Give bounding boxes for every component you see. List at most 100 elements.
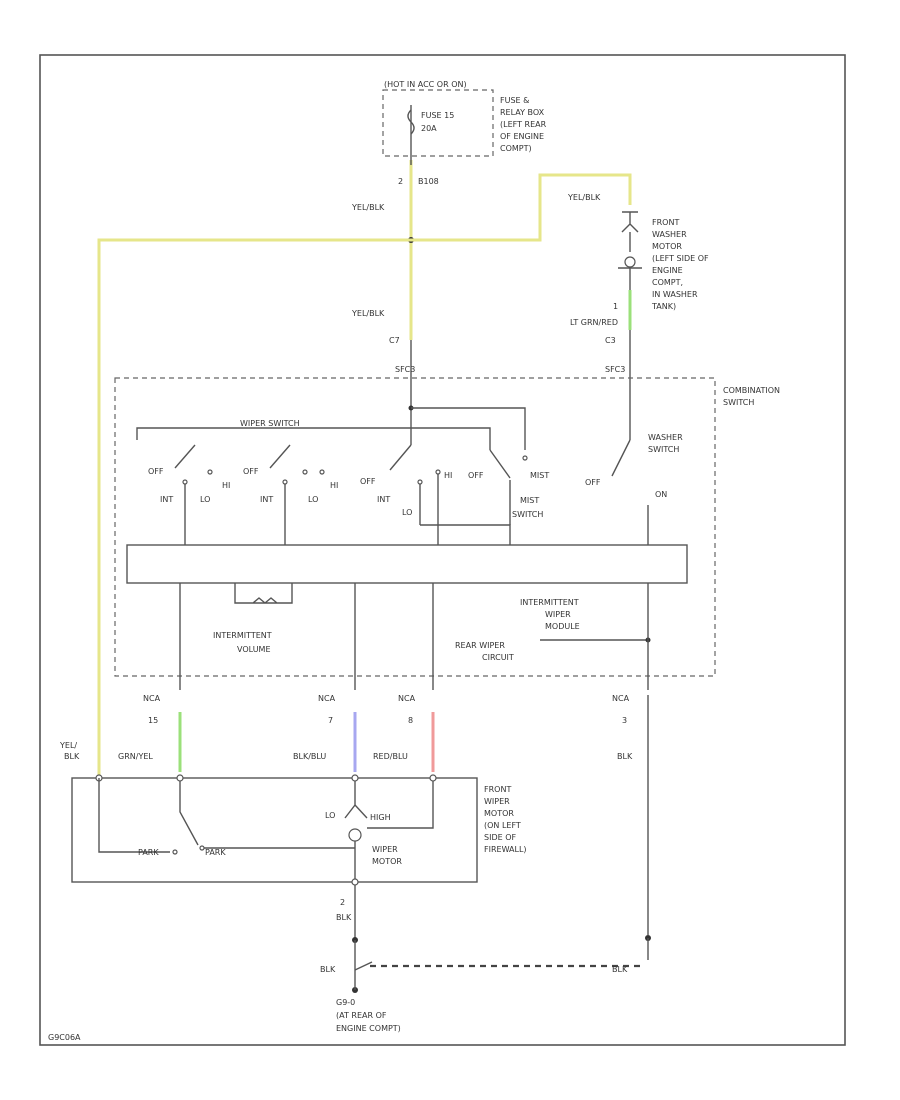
svg-text:OF ENGINE: OF ENGINE: [500, 132, 544, 141]
off-5-label: OFF: [585, 478, 601, 487]
hi-motor-label: HIGH: [370, 813, 391, 822]
lo-motor-label: LO: [325, 811, 335, 820]
svg-text:BLK: BLK: [64, 752, 80, 761]
hi-1-label: HI: [222, 481, 230, 490]
svg-text:WASHER: WASHER: [648, 433, 683, 442]
intermittent-volume-symbol: [234, 583, 293, 604]
svg-text:(LEFT SIDE OF: (LEFT SIDE OF: [652, 254, 709, 263]
svg-text:ENGINE COMPT): ENGINE COMPT): [336, 1024, 401, 1033]
front-wiper-motor-label: FRONT WIPER MOTOR (ON LEFT SIDE OF FIREW…: [484, 785, 527, 854]
svg-text:MOTOR: MOTOR: [652, 242, 682, 251]
nca-1-label: NCA: [143, 694, 161, 703]
svg-text:COMPT,: COMPT,: [652, 278, 683, 287]
lo-1-label: LO: [200, 495, 210, 504]
c3-label: C3: [605, 336, 616, 345]
combination-switch-label: COMBINATION SWITCH: [723, 386, 780, 407]
svg-text:G9-0: G9-0: [336, 998, 355, 1007]
svg-text:INTERMITTENT: INTERMITTENT: [213, 631, 272, 640]
washer-motor-symbol: [624, 256, 636, 268]
svg-text:(AT REAR OF: (AT REAR OF: [336, 1011, 387, 1020]
connector-b108-label: B108: [418, 177, 439, 186]
svg-text:TANK): TANK): [651, 302, 676, 311]
fuse-label: FUSE 15: [421, 111, 454, 120]
rear-wiper-label: REAR WIPER CIRCUIT: [455, 641, 514, 662]
nca-4-label: NCA: [612, 694, 630, 703]
svg-text:(ON LEFT: (ON LEFT: [484, 821, 521, 830]
svg-text:ENGINE: ENGINE: [652, 266, 683, 275]
blkblu-label: BLK/BLU: [293, 752, 326, 761]
ground-label: G9-0 (AT REAR OF ENGINE COMPT): [336, 998, 401, 1033]
off-2-label: OFF: [243, 467, 259, 476]
svg-text:FUSE &: FUSE &: [500, 96, 529, 105]
redblu-label: RED/BLU: [373, 752, 408, 761]
nca-3-label: NCA: [398, 694, 416, 703]
washer-switch-label: WASHER SWITCH: [648, 433, 683, 454]
park-label: PARK: [138, 848, 159, 857]
pin-1-label: 1: [613, 302, 618, 311]
hi-3-label: HI: [444, 471, 452, 480]
wiper-motor-label: WIPER MOTOR: [372, 845, 402, 866]
svg-text:SIDE OF: SIDE OF: [484, 833, 516, 842]
c7-label: C7: [389, 336, 400, 345]
nca-2-label: NCA: [318, 694, 336, 703]
park-on-label: PARK: [205, 848, 226, 857]
intermittent-module-bar: [126, 544, 688, 584]
svg-text:FRONT: FRONT: [652, 218, 679, 227]
pin-2-label: 2: [398, 177, 403, 186]
yelblk-right-label: YEL/BLK: [567, 193, 601, 202]
front-wiper-motor-box: [71, 777, 478, 883]
yelblk-left-label: YEL/ BLK: [59, 741, 80, 761]
svg-text:INTERMITTENT: INTERMITTENT: [520, 598, 579, 607]
pin-3-label: 3: [622, 716, 627, 725]
diagram-frame: [39, 54, 846, 1046]
int-2-label: INT: [260, 495, 273, 504]
svg-text:YEL/: YEL/: [59, 741, 77, 750]
svg-text:RELAY BOX: RELAY BOX: [500, 108, 545, 117]
blk-gnd-left-label: BLK: [320, 965, 336, 974]
svg-text:SWITCH: SWITCH: [512, 510, 543, 519]
wiper-motor-symbol: [348, 828, 362, 842]
yelblk-top-label: YEL/BLK: [351, 203, 385, 212]
blk-gnd-right-label: BLK: [612, 965, 628, 974]
svg-text:SWITCH: SWITCH: [648, 445, 679, 454]
mist-switch-label: MIST SWITCH: [512, 496, 543, 519]
svg-text:MODULE: MODULE: [545, 622, 580, 631]
off-1-label: OFF: [148, 467, 164, 476]
svg-text:IN WASHER: IN WASHER: [652, 290, 698, 299]
intermittent-volume-label: INTERMITTENT VOLUME: [213, 631, 272, 654]
int-3-label: INT: [377, 495, 390, 504]
washer-connector: [621, 211, 639, 233]
svg-text:WIPER: WIPER: [484, 797, 510, 806]
lo-2-label: LO: [308, 495, 318, 504]
int-1-label: INT: [160, 495, 173, 504]
grnyel-label: GRN/YEL: [118, 752, 153, 761]
fuse-symbol: [407, 109, 415, 135]
fuse-box: [382, 89, 494, 157]
fuse-amp-label: 20A: [421, 124, 437, 133]
combination-switch-box: [114, 377, 716, 677]
svg-text:COMPT): COMPT): [500, 144, 532, 153]
svg-text:WASHER: WASHER: [652, 230, 687, 239]
svg-text:MOTOR: MOTOR: [372, 857, 402, 866]
off-4-label: OFF: [468, 471, 484, 480]
pin-8-label: 8: [408, 716, 413, 725]
blk-bottom-label: BLK: [336, 913, 352, 922]
hot-label: (HOT IN ACC OR ON): [384, 80, 467, 89]
intermittent-module-label: INTERMITTENT WIPER MODULE: [520, 598, 580, 631]
svg-text:COMBINATION: COMBINATION: [723, 386, 780, 395]
washer-motor-label: FRONT WASHER MOTOR (LEFT SIDE OF ENGINE …: [651, 218, 709, 311]
sfc-right-label: SFC3: [605, 365, 625, 374]
svg-text:WIPER: WIPER: [545, 610, 571, 619]
svg-text:FRONT: FRONT: [484, 785, 511, 794]
svg-text:REAR WIPER: REAR WIPER: [455, 641, 505, 650]
lo-3-label: LO: [402, 508, 412, 517]
sfc-left-label: SFC3: [395, 365, 415, 374]
svg-text:MOTOR: MOTOR: [484, 809, 514, 818]
pin-2b-label: 2: [340, 898, 345, 907]
svg-text:(LEFT REAR: (LEFT REAR: [500, 120, 547, 129]
svg-text:WIPER: WIPER: [372, 845, 398, 854]
ltgrnred-label: LT GRN/RED: [570, 318, 618, 327]
svg-text:CIRCUIT: CIRCUIT: [482, 653, 514, 662]
svg-text:FIREWALL): FIREWALL): [484, 845, 527, 854]
